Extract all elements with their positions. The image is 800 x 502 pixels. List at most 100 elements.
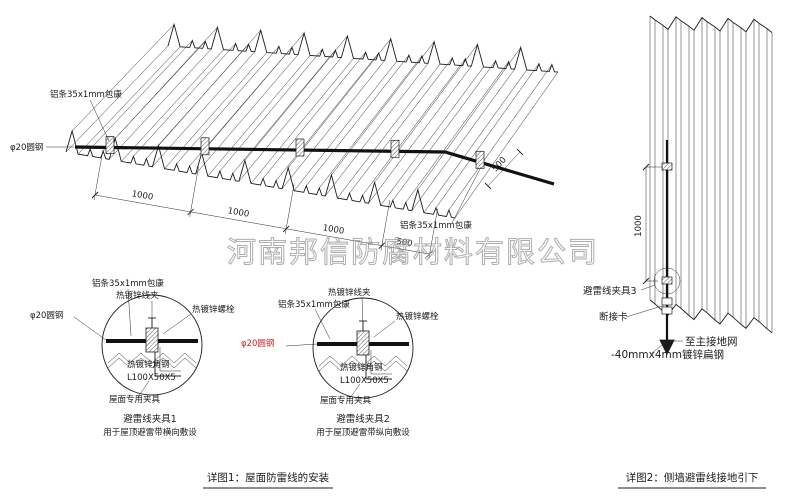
d1-label-angle-spec: L100X50X5 xyxy=(127,373,176,383)
roof-ridge-line xyxy=(281,60,385,189)
roof-ridge-line xyxy=(238,57,342,182)
detail-2-drawing xyxy=(312,297,414,399)
roof-sheet-section xyxy=(318,360,408,372)
d2-label-wire-clip: 热镀锌线夹 xyxy=(328,287,371,298)
roof-ridge-line xyxy=(77,46,181,155)
roof-ridge-line xyxy=(121,49,224,162)
dimension-line xyxy=(94,194,430,255)
roof-ridge-line xyxy=(244,35,348,161)
corrugated-wall-sheet xyxy=(649,15,773,334)
dim-label-1000-2: 1000 xyxy=(227,206,250,220)
dimension-line xyxy=(487,151,521,187)
wire-clamp xyxy=(145,327,159,353)
d1-title: 避雷线夹具1 xyxy=(123,413,177,425)
d2-label-angle: 热镀锌角钢 xyxy=(340,362,383,373)
caption-figure-1: 详图1：屋面防雷线的安装 xyxy=(207,471,330,484)
label-al-strip-top: 铝条35x1mm包康 xyxy=(50,89,122,100)
company-watermark: 河南邦信防腐材料有限公司 xyxy=(227,235,599,269)
roof-ridge-line xyxy=(392,60,496,201)
dim-tick xyxy=(516,148,524,156)
d2-label-al-strip: 铝条35x1mm包康 xyxy=(278,299,350,310)
dim-extension-line xyxy=(380,200,391,251)
d1-label-angle: 热镀锌角钢 xyxy=(127,359,170,370)
roof-ridge-line xyxy=(417,47,521,190)
wall-elevation-view: 1000 避雷线夹具3 断接卡 至主接地网 -40mmx4mm镀锌扁钢 xyxy=(583,15,773,361)
d2-subtitle: 用于屋顶避雷带纵向敷设 xyxy=(316,427,410,438)
dim-label-1000-3: 1000 xyxy=(322,223,345,237)
dim-extension-line xyxy=(189,166,199,217)
label-flat-steel: -40mmx4mm镀锌扁钢 xyxy=(611,348,724,361)
roof-ridge-line xyxy=(454,71,559,219)
roof-wire-clamps xyxy=(105,136,485,169)
wall-dimension: 1000 xyxy=(634,163,663,285)
roof-ridge-line xyxy=(368,66,472,204)
leader-line xyxy=(73,316,107,341)
angle-steel xyxy=(365,350,392,380)
leader-line xyxy=(349,383,361,399)
leader-line xyxy=(89,99,110,142)
roof-ridge-line xyxy=(411,68,515,211)
wall-dim-label-1000: 1000 xyxy=(634,215,644,237)
leader-line xyxy=(314,308,331,340)
wall-top-edge xyxy=(649,15,773,33)
leader-line xyxy=(361,296,364,331)
roof-ridge-line xyxy=(201,32,305,154)
roof-ridge-line xyxy=(349,57,453,194)
wall-wire-clamp xyxy=(661,276,673,285)
dimension-chain xyxy=(91,149,438,260)
label-al-strip-right: 铝条35x1mm包康 xyxy=(400,220,472,231)
d2-title: 避雷线夹具2 xyxy=(336,413,390,425)
d2-label-round-steel: φ20圆钢 xyxy=(241,338,274,349)
roof-ridge-line xyxy=(294,61,397,191)
caption-figure-2: 详图2：侧墙避雷线接地引下 xyxy=(626,471,759,484)
label-disconnect-card: 断接卡 xyxy=(599,311,628,323)
roof-ridge-line xyxy=(262,52,366,179)
roof-ridge-line xyxy=(109,48,212,160)
angle-steel xyxy=(159,347,181,372)
dim-extension-line xyxy=(93,149,104,200)
roof-ridge-line xyxy=(288,38,391,168)
disconnect-card xyxy=(661,297,673,306)
d2-label-angle-spec: L100X50X5 xyxy=(340,376,389,386)
roof-ridge-line xyxy=(133,43,236,157)
roof-ridge-line xyxy=(435,63,540,208)
dim-extension-line xyxy=(285,183,295,234)
roof-ridge-line xyxy=(275,52,379,181)
roof-ridge-line xyxy=(232,50,336,174)
wall-wire-clamp xyxy=(661,162,673,171)
d1-subtitle: 用于屋顶避雷带横向敷设 xyxy=(103,427,197,438)
roof-sheet-section xyxy=(107,352,197,364)
dim-label-500: 500 xyxy=(395,237,413,250)
roof-ridge-line xyxy=(219,49,323,172)
roof-ridge-line xyxy=(158,30,261,146)
dim-right-500: 500 xyxy=(484,148,524,190)
d2-label-bolt: 热镀锌螺栓 xyxy=(396,311,439,322)
roof-ridge-line xyxy=(423,69,528,213)
roof-ridge-line xyxy=(207,55,311,177)
roof-ridge-line xyxy=(115,27,218,139)
roof-ridge-line xyxy=(380,66,484,206)
detail-clamp-2: 铝条35x1mm包康 热镀锌线夹 热镀锌螺栓 φ20圆钢 热镀锌角钢 L100X… xyxy=(241,287,439,438)
roof-ridge-line xyxy=(325,63,429,197)
corrugated-roof-sheet xyxy=(65,22,559,219)
label-round-steel-main: φ20圆钢 xyxy=(10,142,43,153)
leader-line xyxy=(651,341,667,354)
leader-line xyxy=(162,313,192,335)
detail-circle xyxy=(101,294,203,396)
roof-ridge-line xyxy=(374,44,478,183)
leader-line xyxy=(137,380,150,398)
leader-line xyxy=(625,305,663,318)
roof-ridge-line xyxy=(337,63,441,199)
roof-ridge-line xyxy=(71,24,175,132)
wire-clamp xyxy=(200,137,210,156)
roof-ridge-line xyxy=(405,61,509,203)
roof-ridge-line xyxy=(90,40,193,150)
wire-clamp xyxy=(356,330,370,356)
lightning-wire xyxy=(74,145,555,186)
disconnect-card xyxy=(661,306,673,315)
leader-line xyxy=(373,320,396,338)
roof-sheet-section xyxy=(107,357,197,369)
d1-label-wire-clip: 热镀锌线夹 xyxy=(116,290,159,301)
detail-clamp-1: 铝条35x1mm包康 热镀锌线夹 热镀锌螺栓 φ20圆钢 热镀锌角钢 L100X… xyxy=(30,278,235,438)
